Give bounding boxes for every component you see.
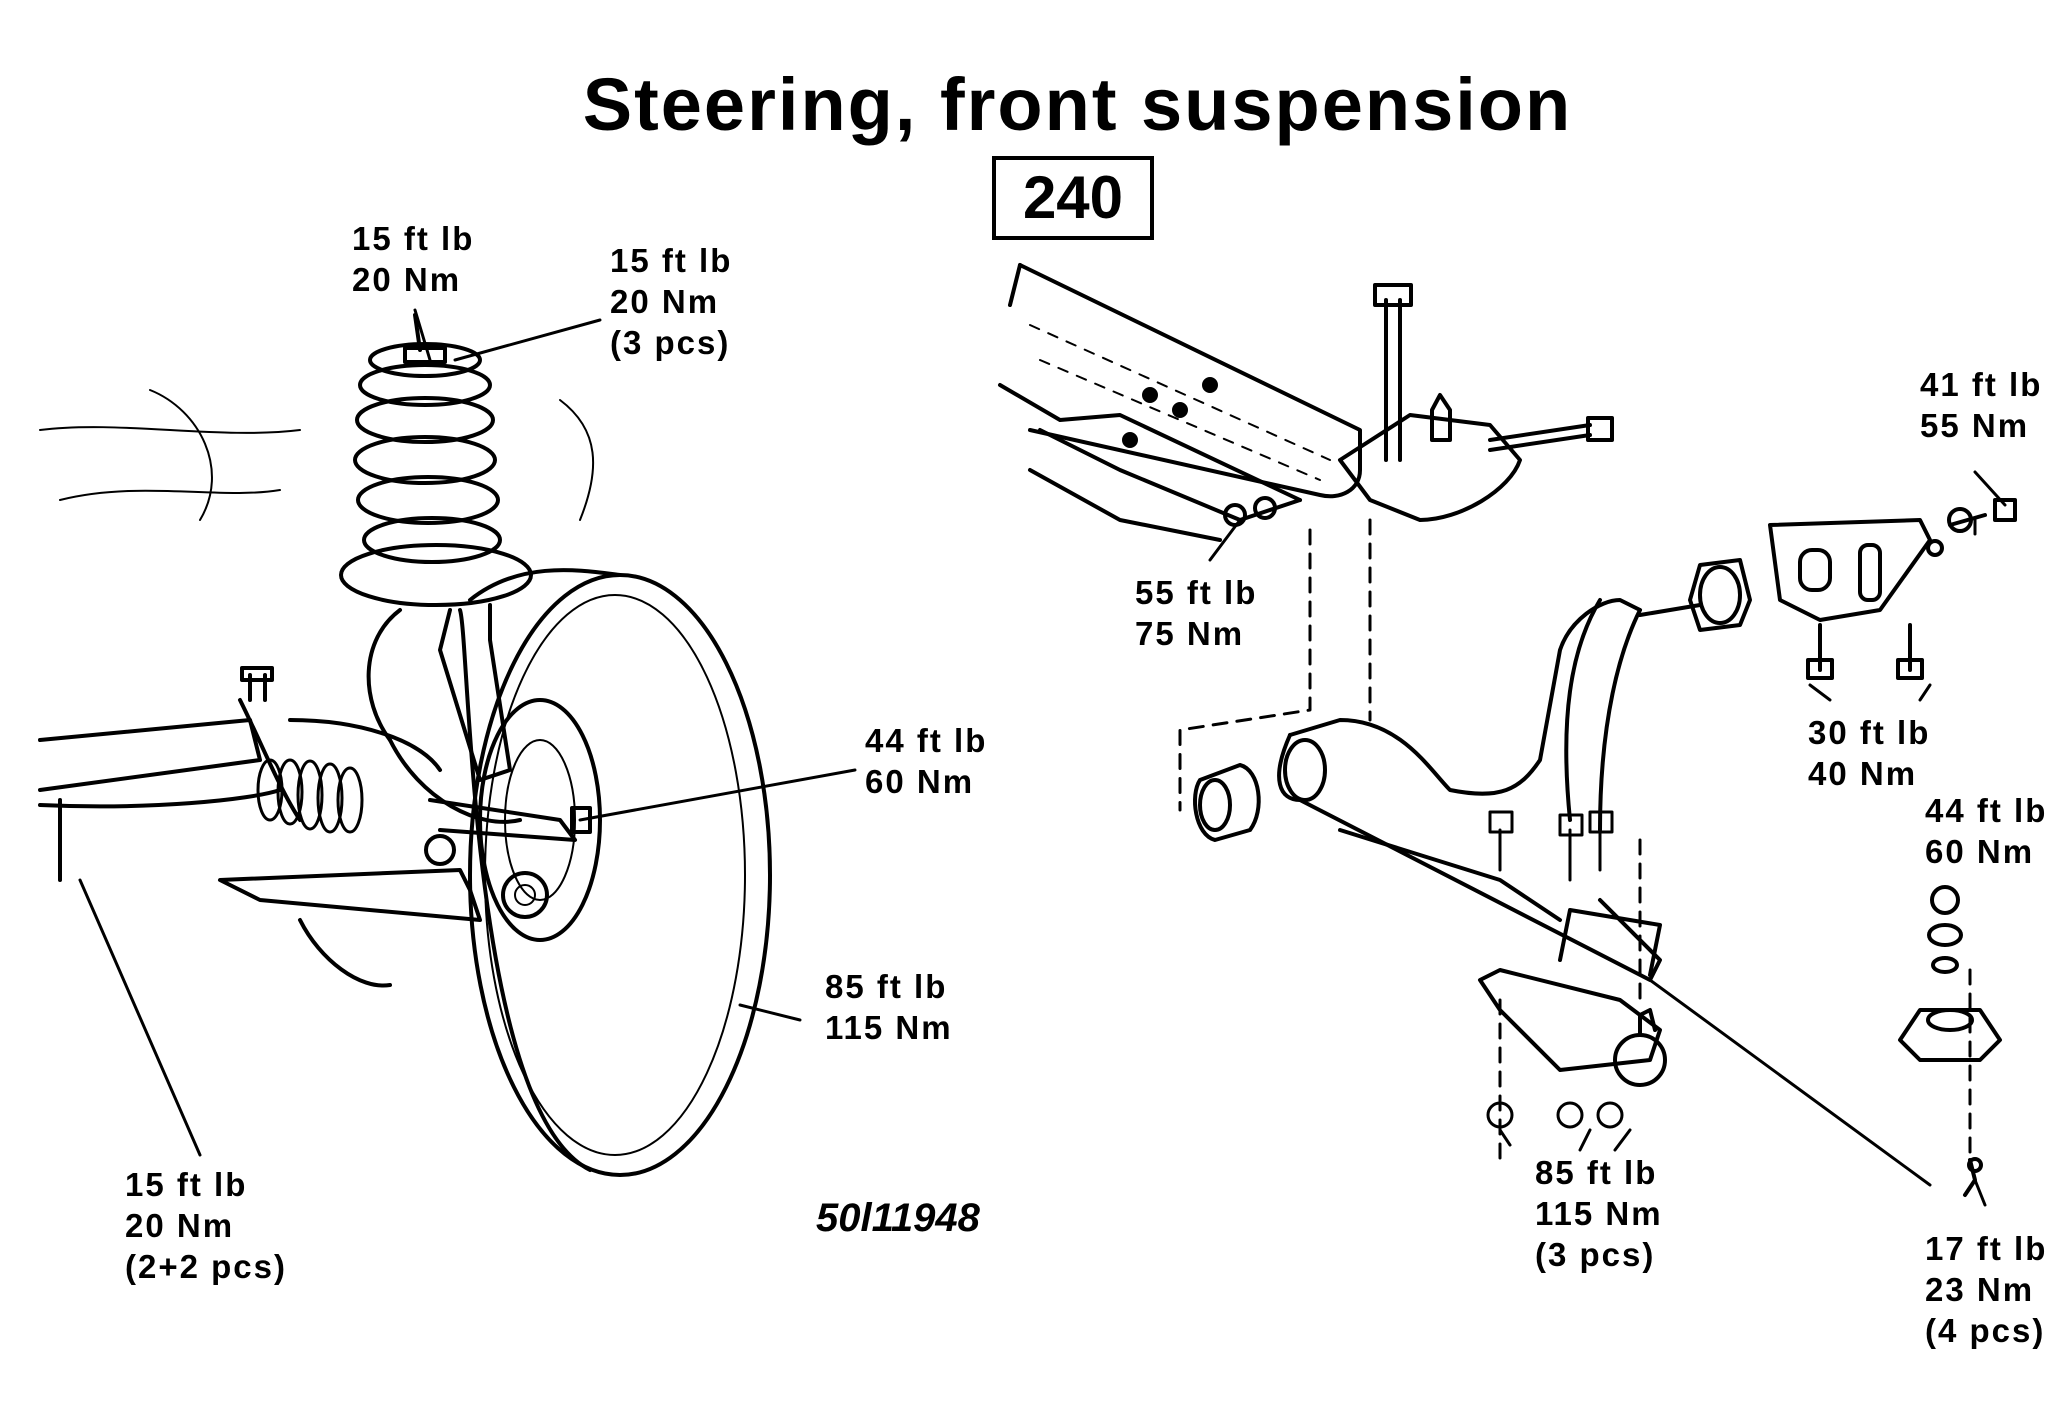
strut-body [366, 603, 522, 824]
lower-control-arm [218, 798, 592, 988]
figure-reference: 50l11948 [816, 1196, 980, 1240]
left-assembly [38, 313, 772, 1177]
crossmember [998, 263, 1362, 542]
body-outline [39, 389, 595, 521]
leader-lines [78, 308, 2007, 1207]
crossmember-bracket [1223, 283, 1614, 527]
sway-bar-mount [1638, 498, 2017, 680]
wheel [458, 568, 772, 1177]
coil-spring [339, 313, 533, 607]
ball-joint-assembly [1478, 810, 1667, 1129]
right-assembly [998, 263, 2017, 1197]
model-number-box: 240 [992, 156, 1154, 240]
ball-joint-nut-stack [1898, 885, 2002, 1197]
bushing [1193, 763, 1261, 842]
control-arm [1277, 598, 1662, 982]
page-title: Steering, front suspension [582, 63, 1573, 146]
steering-rack [38, 666, 442, 882]
